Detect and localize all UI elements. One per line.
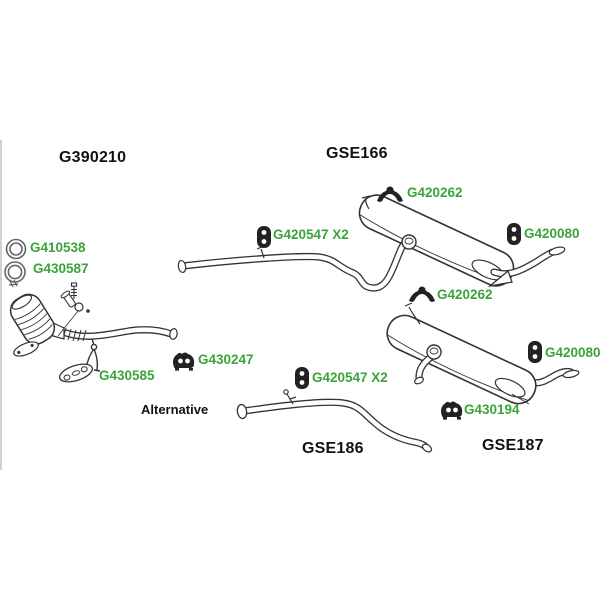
part-label-g420262-2[interactable]: G420262 (437, 287, 493, 302)
part-label-g410538[interactable]: G410538 (30, 240, 86, 255)
part-label-g420547-1[interactable]: G420547 X2 (273, 227, 349, 242)
pipe-clamp-icon (409, 286, 435, 302)
bolt-icon (70, 282, 78, 299)
gse187-system-drawing (386, 302, 580, 405)
ring-gasket-icon (5, 238, 27, 260)
part-label-g430585[interactable]: G430585 (99, 368, 155, 383)
rubber-hanger-icon (441, 401, 463, 420)
system-label-gse186: GSE186 (302, 440, 364, 457)
gse186-alternative-pipe-drawing (236, 389, 433, 453)
rubber-hanger-icon (173, 352, 195, 371)
gse166-system-drawing (177, 194, 566, 292)
part-label-g420262-1[interactable]: G420262 (407, 185, 463, 200)
part-label-g420080-2[interactable]: G420080 (545, 345, 600, 360)
scan-edge-artifact (0, 140, 2, 470)
part-label-g420080-1[interactable]: G420080 (524, 226, 580, 241)
system-label-gse187: GSE187 (482, 437, 544, 454)
part-label-g430587[interactable]: G430587 (33, 261, 89, 276)
group-title-g390210: G390210 (59, 149, 127, 166)
pipe-clamp-icon (377, 186, 403, 202)
support-bracket (82, 338, 101, 372)
flange-gasket-icon (59, 363, 93, 383)
rubber-hanger-icon (257, 226, 271, 248)
rubber-hanger-icon (507, 223, 521, 245)
rubber-hanger-icon (295, 367, 309, 389)
part-label-g430247[interactable]: G430247 (198, 352, 254, 367)
part-label-g420547-2[interactable]: G420547 X2 (312, 370, 388, 385)
part-label-g430194[interactable]: G430194 (464, 402, 520, 417)
washer-icon (74, 302, 84, 312)
alternative-label: Alternative (141, 402, 209, 417)
clamp-ring-icon (4, 261, 26, 288)
catalytic-converter-drawing (9, 282, 178, 383)
rubber-hanger-icon (528, 341, 542, 363)
system-label-gse166: GSE166 (326, 145, 388, 162)
